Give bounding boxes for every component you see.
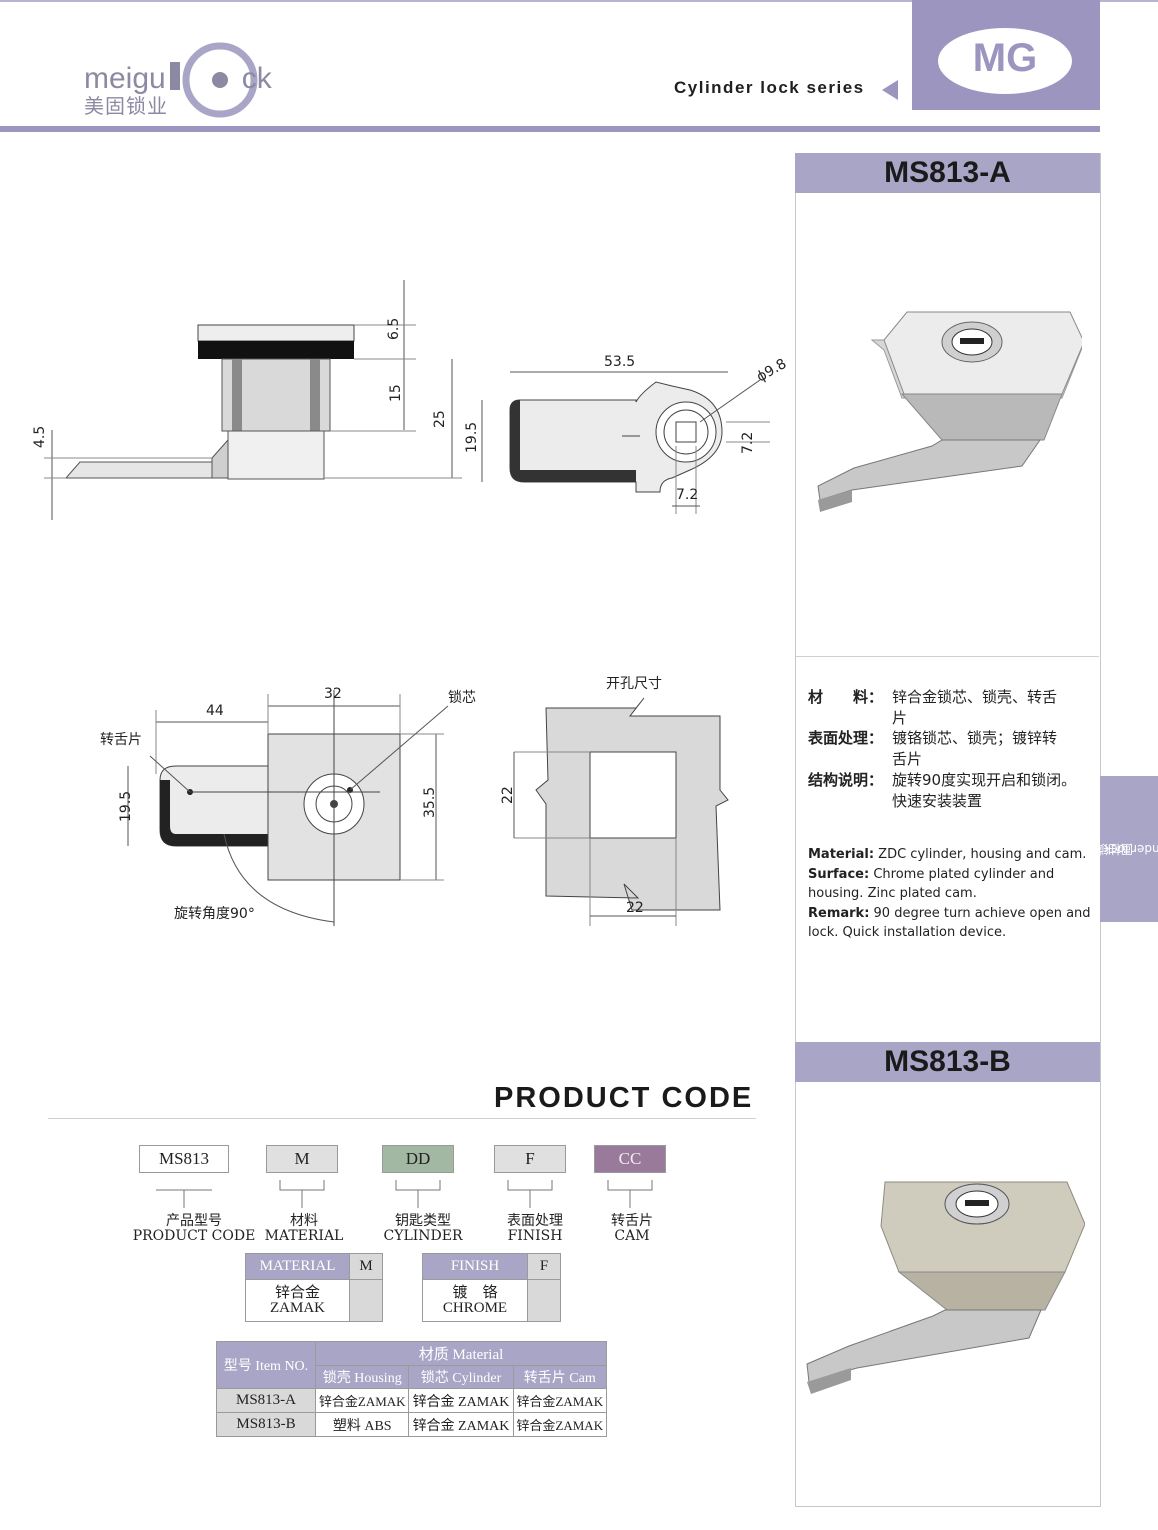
dim-cam-19.5: 19.5 bbox=[464, 422, 480, 453]
material-table-header: MATERIAL bbox=[245, 1253, 350, 1280]
spec-table-item-header: 型号 Item NO. bbox=[216, 1341, 316, 1389]
technical-drawing: 6.5 15 25 4.5 53.5 19.5 ϕ9.8 7.2 7.2 bbox=[32, 280, 789, 926]
label-cam: 转舌片 bbox=[100, 732, 142, 748]
spec-en-surface: Surface: Chrome plated cylinder and hous… bbox=[808, 866, 1055, 902]
spec-table-material-header: 材质 Material bbox=[315, 1341, 607, 1366]
spec-cn-material: 材 料：锌合金锁芯、锁壳、转舌 片 bbox=[808, 688, 1058, 727]
dim-side-4.5: 4.5 bbox=[32, 426, 48, 448]
dim-front-32: 32 bbox=[324, 686, 342, 702]
spec-table: 型号 Item NO. 材质 Material 锁壳 Housing 锁芯 Cy… bbox=[216, 1341, 608, 1437]
spec-table-col-cylinder: 锁芯 Cylinder bbox=[408, 1365, 514, 1389]
dim-cutout-h: 22 bbox=[626, 900, 644, 916]
series-label: Cylinder lock series bbox=[674, 78, 865, 97]
code-box-cam: CC bbox=[594, 1145, 666, 1173]
panel-divider bbox=[796, 656, 1099, 657]
code-box-finish: F bbox=[494, 1145, 566, 1173]
dim-side-15: 15 bbox=[388, 384, 404, 402]
lock-ring-icon bbox=[182, 42, 258, 118]
spec-en: Material: ZDC cylinder, housing and cam.… bbox=[808, 845, 1098, 943]
dim-side-6.5: 6.5 bbox=[386, 318, 402, 340]
cutout-title: 开孔尺寸 bbox=[606, 676, 662, 692]
dim-cam-7.2-h: 7.2 bbox=[676, 487, 698, 503]
spec-table-col-housing: 锁壳 Housing bbox=[314, 1365, 410, 1389]
material-table-code: M bbox=[349, 1253, 383, 1280]
dim-cam-dia: ϕ9.8 bbox=[754, 356, 789, 386]
spec-table-col-cam: 转舌片 Cam bbox=[512, 1365, 608, 1389]
cam-view: 53.5 19.5 ϕ9.8 7.2 7.2 bbox=[464, 354, 789, 514]
cutout-view: 开孔尺寸 22 22 bbox=[500, 676, 729, 926]
side-tab-label: 圆柱锁Cylinder lock bbox=[1097, 842, 1158, 856]
dim-cutout-v: 22 bbox=[500, 786, 516, 804]
brand-oval bbox=[938, 28, 1072, 94]
finish-table-code: F bbox=[527, 1253, 561, 1280]
spec-cn-remark: 结构说明：旋转90度实现开启和锁闭。 快速安装装置 bbox=[808, 771, 1077, 810]
code-box-cylinder: DD bbox=[382, 1145, 454, 1173]
dim-cam-53.5: 53.5 bbox=[604, 354, 635, 370]
product-code-rule bbox=[48, 1118, 756, 1119]
table-row: MS813-A 锌合金ZAMAK 锌合金 ZAMAK 锌合金ZAMAK bbox=[216, 1388, 608, 1413]
product-title-b: MS813-B bbox=[795, 1042, 1100, 1082]
front-view: 44 32 19.5 35.5 转舌片 锁芯 旋转角度90° bbox=[100, 686, 476, 926]
product-image-b bbox=[806, 1181, 1085, 1394]
side-view: 6.5 15 25 4.5 bbox=[32, 280, 462, 520]
product-image-a bbox=[817, 311, 1082, 512]
dim-cam-7.2-v: 7.2 bbox=[740, 432, 756, 454]
brand-badge: MG bbox=[972, 36, 1038, 80]
top-rule bbox=[0, 0, 1158, 2]
dim-side-25: 25 bbox=[432, 410, 448, 428]
finish-table-header: FINISH bbox=[422, 1253, 528, 1280]
spec-en-material: Material: ZDC cylinder, housing and cam. bbox=[808, 847, 1087, 862]
label-rotation: 旋转角度90° bbox=[174, 906, 255, 922]
code-box-product: MS813 bbox=[139, 1145, 229, 1173]
dim-front-44: 44 bbox=[206, 703, 224, 719]
table-row: MS813-B 塑料 ABS 锌合金 ZAMAK 锌合金ZAMAK bbox=[216, 1412, 608, 1437]
arrow-left-icon bbox=[882, 80, 898, 100]
logo-cn: 美固锁业 bbox=[84, 94, 168, 118]
code-connectors bbox=[156, 1180, 653, 1208]
header-rule bbox=[0, 126, 1100, 132]
logo bbox=[80, 36, 300, 126]
dim-front-19.5: 19.5 bbox=[118, 791, 134, 822]
side-tab bbox=[1100, 776, 1158, 922]
dim-front-35.5: 35.5 bbox=[422, 787, 438, 818]
spec-cn-surface: 表面处理：镀铬锁芯、锁壳；镀锌转 舌片 bbox=[808, 729, 1058, 768]
label-cylinder: 锁芯 bbox=[448, 690, 476, 706]
product-title-a: MS813-A bbox=[795, 153, 1100, 193]
product-code-title: PRODUCT CODE bbox=[494, 1082, 754, 1114]
code-box-material: M bbox=[266, 1145, 338, 1173]
spec-en-remark: Remark: 90 degree turn achieve open and … bbox=[808, 905, 1091, 941]
